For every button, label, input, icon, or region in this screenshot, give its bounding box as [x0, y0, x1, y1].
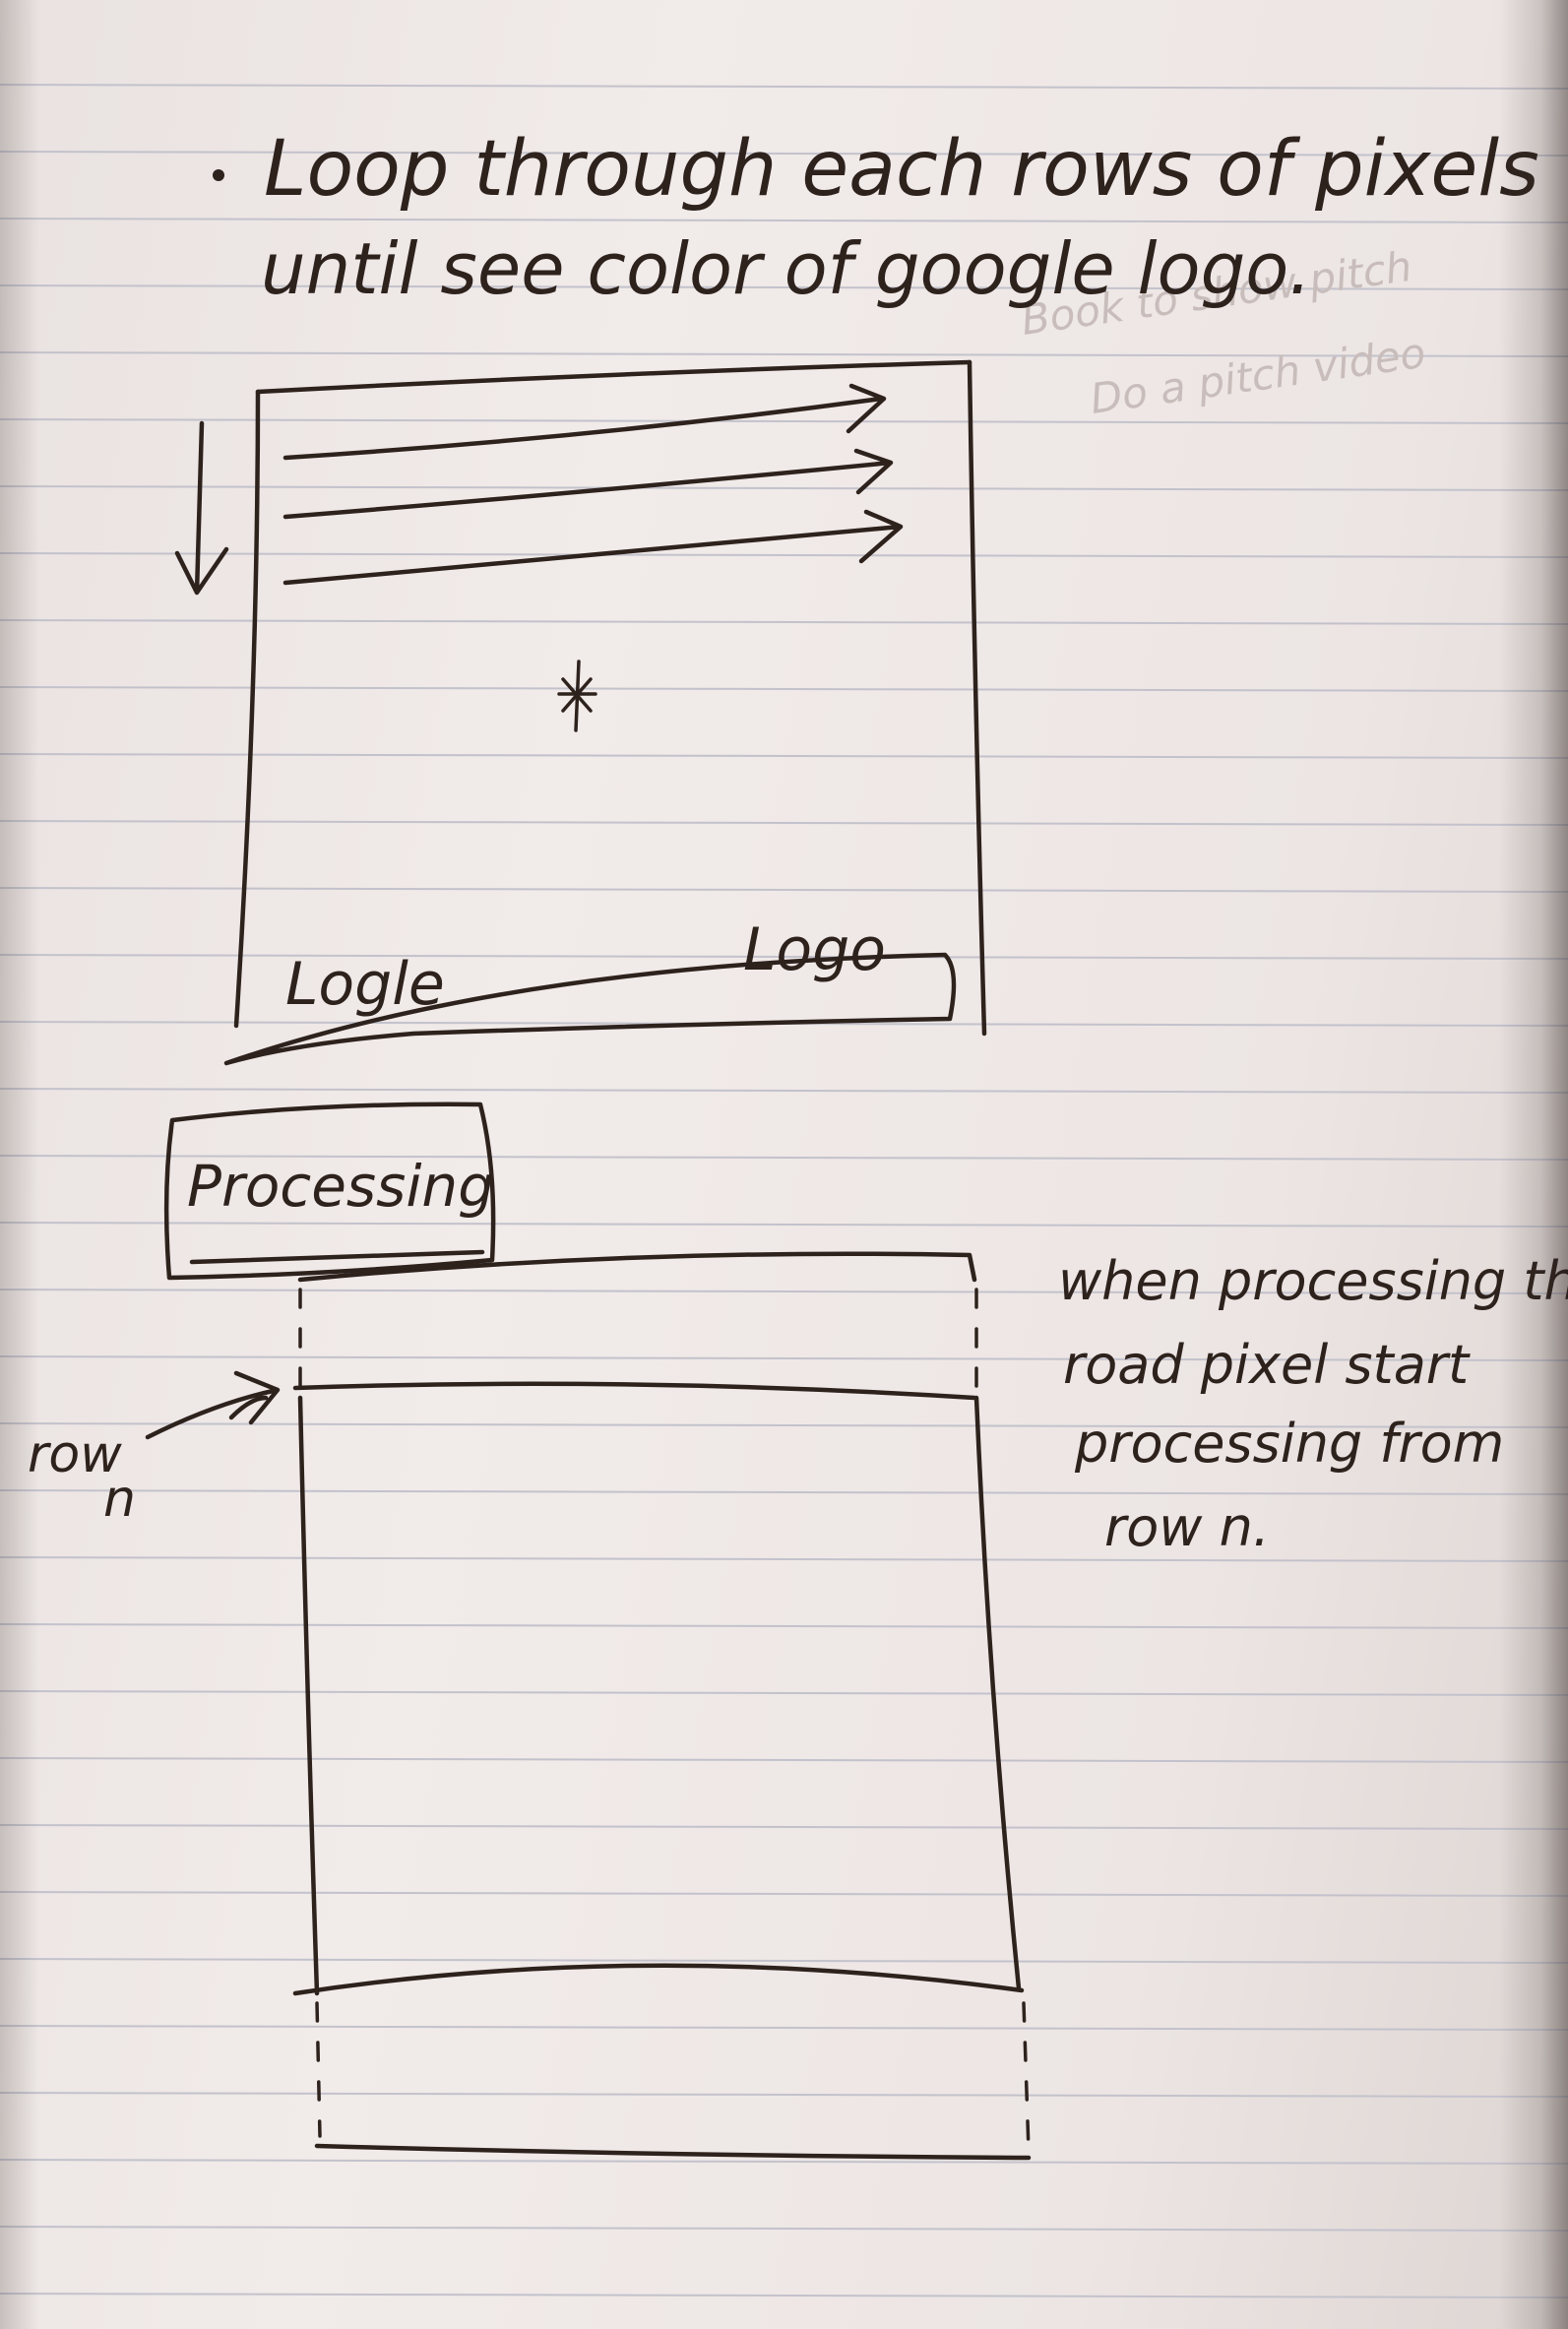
ruled-line: [0, 2092, 1568, 2098]
ruled-line: [0, 1155, 1568, 1161]
ruled-line: [0, 887, 1568, 893]
ruled-line: [0, 1891, 1568, 1897]
ruled-line: [0, 1556, 1568, 1562]
side-note-line-1: when processing the: [1058, 1250, 1568, 1312]
ruled-line: [0, 351, 1568, 357]
row-n-arrow-icon: [145, 1370, 281, 1440]
ruled-line: [0, 1757, 1568, 1763]
ruled-line: [0, 1355, 1568, 1361]
note-line-1: Loop through each rows of pixels: [264, 125, 1539, 214]
side-note-line-2: road pixel start: [1063, 1334, 1471, 1396]
ruled-line: [0, 418, 1568, 424]
ruled-line: [0, 485, 1568, 491]
ruled-line: [0, 151, 1568, 157]
ruled-line: [0, 284, 1568, 290]
bottom-frame-top: [297, 1251, 977, 1283]
ruled-line: [0, 2159, 1568, 2165]
top-frame-right: [967, 359, 987, 1037]
scan-arrow-2: [282, 448, 894, 520]
down-arrow-icon: [174, 420, 229, 596]
top-sketch: Logle Logo: [174, 359, 987, 1066]
ruled-line: [0, 1222, 1568, 1227]
processing-box: Processing: [163, 1102, 496, 1281]
ruled-line: [0, 1489, 1568, 1495]
ruled-line: [0, 1958, 1568, 1964]
ruled-line: [0, 552, 1568, 558]
ruled-line: [0, 753, 1568, 759]
ruled-line: [0, 2226, 1568, 2232]
side-note-line-3: processing from: [1074, 1413, 1504, 1475]
logo-swoosh: [223, 952, 957, 1066]
bottom-frame-right: [973, 1395, 1022, 1991]
logo-label-left: Logle: [285, 950, 445, 1019]
bottom-frame-left: [297, 1395, 320, 1996]
ruled-line: [0, 1422, 1568, 1428]
row-subscript: n: [103, 1470, 136, 1529]
ruled-line: [0, 954, 1568, 960]
ruled-line: [0, 2025, 1568, 2031]
processing-label: Processing: [187, 1153, 494, 1220]
top-frame-top: [255, 359, 972, 395]
bullet-dot: [213, 169, 224, 181]
page-shadow-left: [0, 0, 39, 2329]
row-label: row: [28, 1425, 122, 1484]
ruled-line: [0, 1289, 1568, 1294]
scan-arrow-1: [282, 383, 887, 461]
ruled-line: [0, 1824, 1568, 1830]
ruled-line: [0, 1623, 1568, 1629]
logo-label-right: Logo: [743, 915, 886, 984]
ruled-line: [0, 1690, 1568, 1696]
ruled-line: [0, 218, 1568, 223]
ghost-text-2: Do a pitch video: [1088, 329, 1429, 423]
ruled-line: [0, 619, 1568, 625]
ruled-line: [0, 1088, 1568, 1094]
bottom-frame-right-dash-bottom: [1022, 2001, 1031, 2153]
bottom-sketch: row n: [28, 1251, 1032, 2161]
row-n-line: [292, 1381, 977, 1401]
ruled-line: [0, 84, 1568, 90]
side-note-line-4: row n.: [1104, 1496, 1270, 1558]
ruled-line: [0, 686, 1568, 692]
scan-arrow-3: [282, 509, 904, 586]
page-shadow-right: [1499, 0, 1568, 2329]
ruled-line: [0, 820, 1568, 826]
note-line-2: until see color of google logo.: [261, 227, 1311, 310]
top-frame-left: [233, 389, 261, 1029]
bottom-row-line: [292, 1963, 1025, 1996]
star-icon: [557, 660, 597, 732]
bottom-frame-bottom: [314, 2143, 1032, 2161]
ruled-line: [0, 2293, 1568, 2298]
bottom-frame-left-dash-bottom: [315, 2001, 322, 2138]
